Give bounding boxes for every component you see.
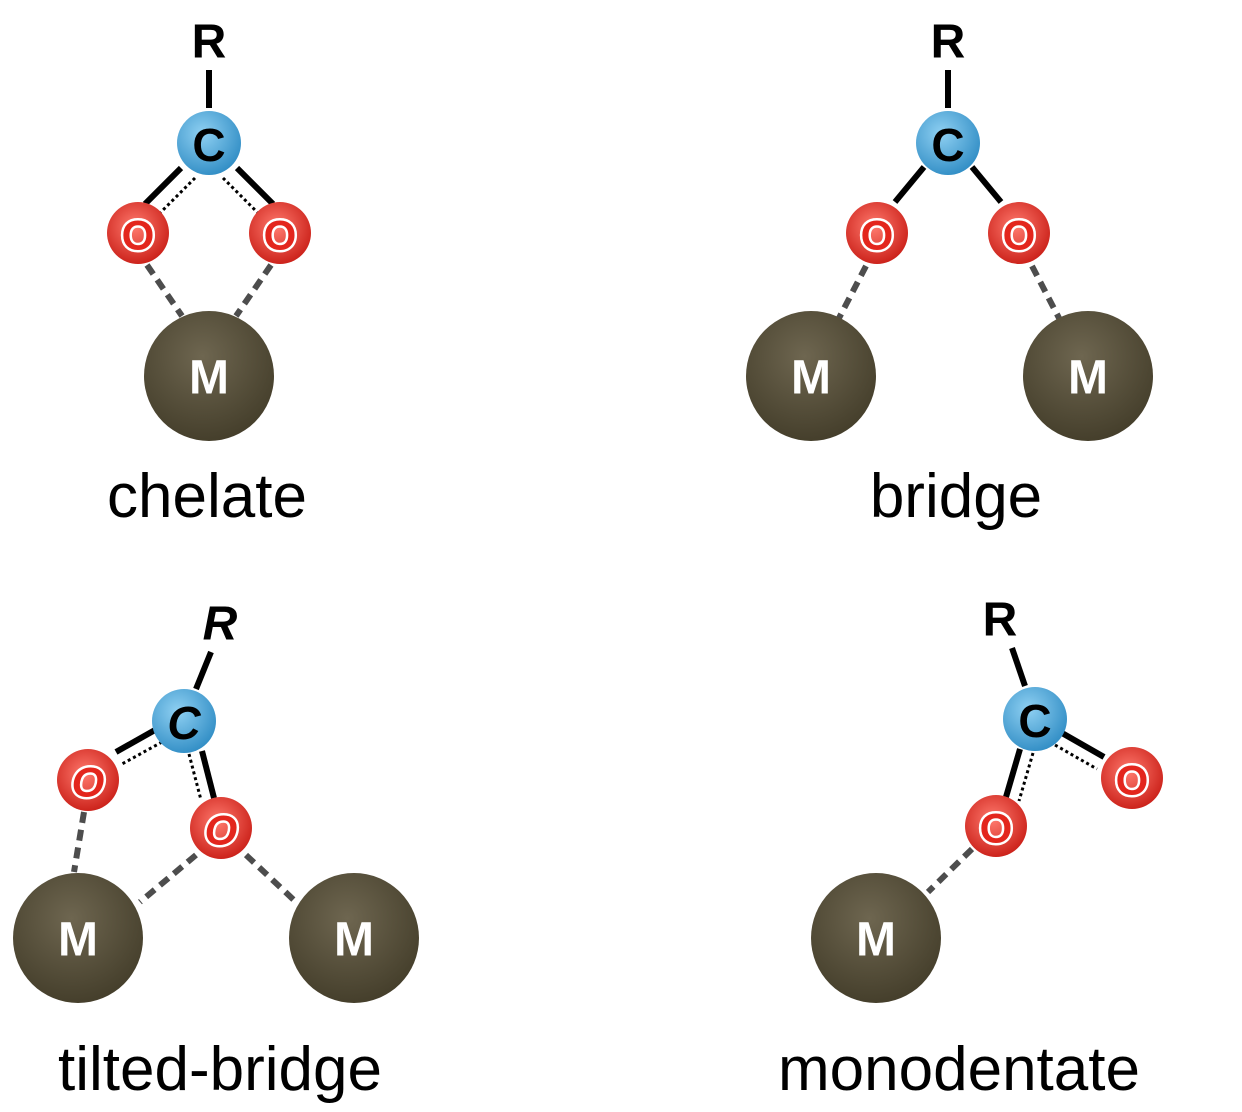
oxygen-atom-bound: O <box>965 795 1027 857</box>
c-o-bond-upper <box>1060 730 1106 760</box>
metal-label: M <box>334 914 374 967</box>
oxygen-atom-right: O <box>249 202 311 264</box>
metal-label: M <box>791 352 831 405</box>
o-m-coordination-bond-right <box>1029 264 1063 322</box>
caption-tilted-bridge: tilted-bridge <box>58 1035 382 1104</box>
panel-bridge: R C O O M M bridge <box>746 16 1153 531</box>
oxygen-atom-left: O <box>107 202 169 264</box>
metal-label: M <box>856 914 896 967</box>
caption-bridge: bridge <box>870 462 1042 531</box>
o-m-coordination-bond-right <box>233 263 274 318</box>
bonds <box>142 70 276 318</box>
c-o-partial-bond-upper <box>1054 743 1098 771</box>
carbon-label: C <box>1018 695 1051 747</box>
metal-atom: M <box>811 873 941 1003</box>
oxygen-atom-left: O <box>846 202 908 264</box>
oxygen-label: O <box>1116 757 1149 804</box>
bonds <box>835 70 1063 322</box>
metal-label: M <box>1068 352 1108 405</box>
carbon-label: C <box>167 697 201 749</box>
c-o-partial-bond-right <box>221 176 261 216</box>
o-m-coordination-bond-left <box>144 263 185 318</box>
c-o-bond-right <box>199 750 217 799</box>
o-m-coordination-bond <box>925 846 975 895</box>
oxygen-label: O <box>264 212 297 259</box>
r-group-label: R <box>983 594 1018 647</box>
panel-tilted-bridge: R C O O M M tilted-bridge <box>13 598 419 1104</box>
oxygen-label: O <box>205 807 238 854</box>
r-group-label: R <box>203 598 238 651</box>
oxygen-label: O <box>1003 212 1036 259</box>
o-m-coordination-bond-middle <box>138 852 198 905</box>
o-m-coordination-bond-right <box>243 852 299 905</box>
c-o-bond-left <box>142 165 184 207</box>
oxygen-atom-right: O <box>190 797 252 859</box>
oxygen-atom-free: O <box>1101 747 1163 809</box>
bonds <box>925 647 1106 895</box>
bonds <box>71 650 299 905</box>
c-o-partial-bond-left <box>121 740 163 766</box>
o-m-coordination-bond-left <box>835 264 869 322</box>
o-m-coordination-bond-left <box>71 811 87 873</box>
carbon-atom: C <box>916 111 980 175</box>
r-group-label: R <box>931 16 966 69</box>
c-o-partial-bond-right <box>187 753 203 801</box>
c-o-bond-right <box>234 165 276 207</box>
c-o-bond-left <box>892 165 927 204</box>
c-o-bond-left <box>114 727 157 755</box>
caption-chelate: chelate <box>107 462 307 531</box>
oxygen-atom-right: O <box>988 202 1050 264</box>
metal-atom-right: M <box>289 873 419 1003</box>
c-o-bond-right <box>969 165 1004 204</box>
oxygen-label: O <box>861 212 894 259</box>
c-o-partial-bond-lower <box>1017 752 1035 802</box>
metal-atom-left: M <box>746 311 876 441</box>
r-c-bond <box>1009 647 1028 687</box>
r-group-label: R <box>192 16 227 69</box>
metal-atom-right: M <box>1023 311 1153 441</box>
carbon-atom: C <box>1003 687 1067 751</box>
carbon-label: C <box>192 119 225 171</box>
c-o-bond-lower <box>1003 748 1023 798</box>
metal-atom: M <box>144 311 274 441</box>
carbon-atom: C <box>177 111 241 175</box>
carbon-atom: C <box>152 689 216 753</box>
metal-label: M <box>189 352 229 405</box>
oxygen-label: O <box>122 212 155 259</box>
metal-label: M <box>58 914 98 967</box>
oxygen-label: O <box>980 805 1013 852</box>
c-o-partial-bond-left <box>157 176 197 216</box>
carbon-label: C <box>931 119 964 171</box>
oxygen-atom-left: O <box>57 749 119 811</box>
caption-monodentate: monodentate <box>778 1035 1140 1104</box>
oxygen-label: O <box>72 759 105 806</box>
panel-chelate: R C O O M chelate <box>107 16 311 531</box>
r-c-bond <box>193 650 214 691</box>
metal-atom-left: M <box>13 873 143 1003</box>
panel-monodentate: R C O O M monodentate <box>778 594 1163 1104</box>
